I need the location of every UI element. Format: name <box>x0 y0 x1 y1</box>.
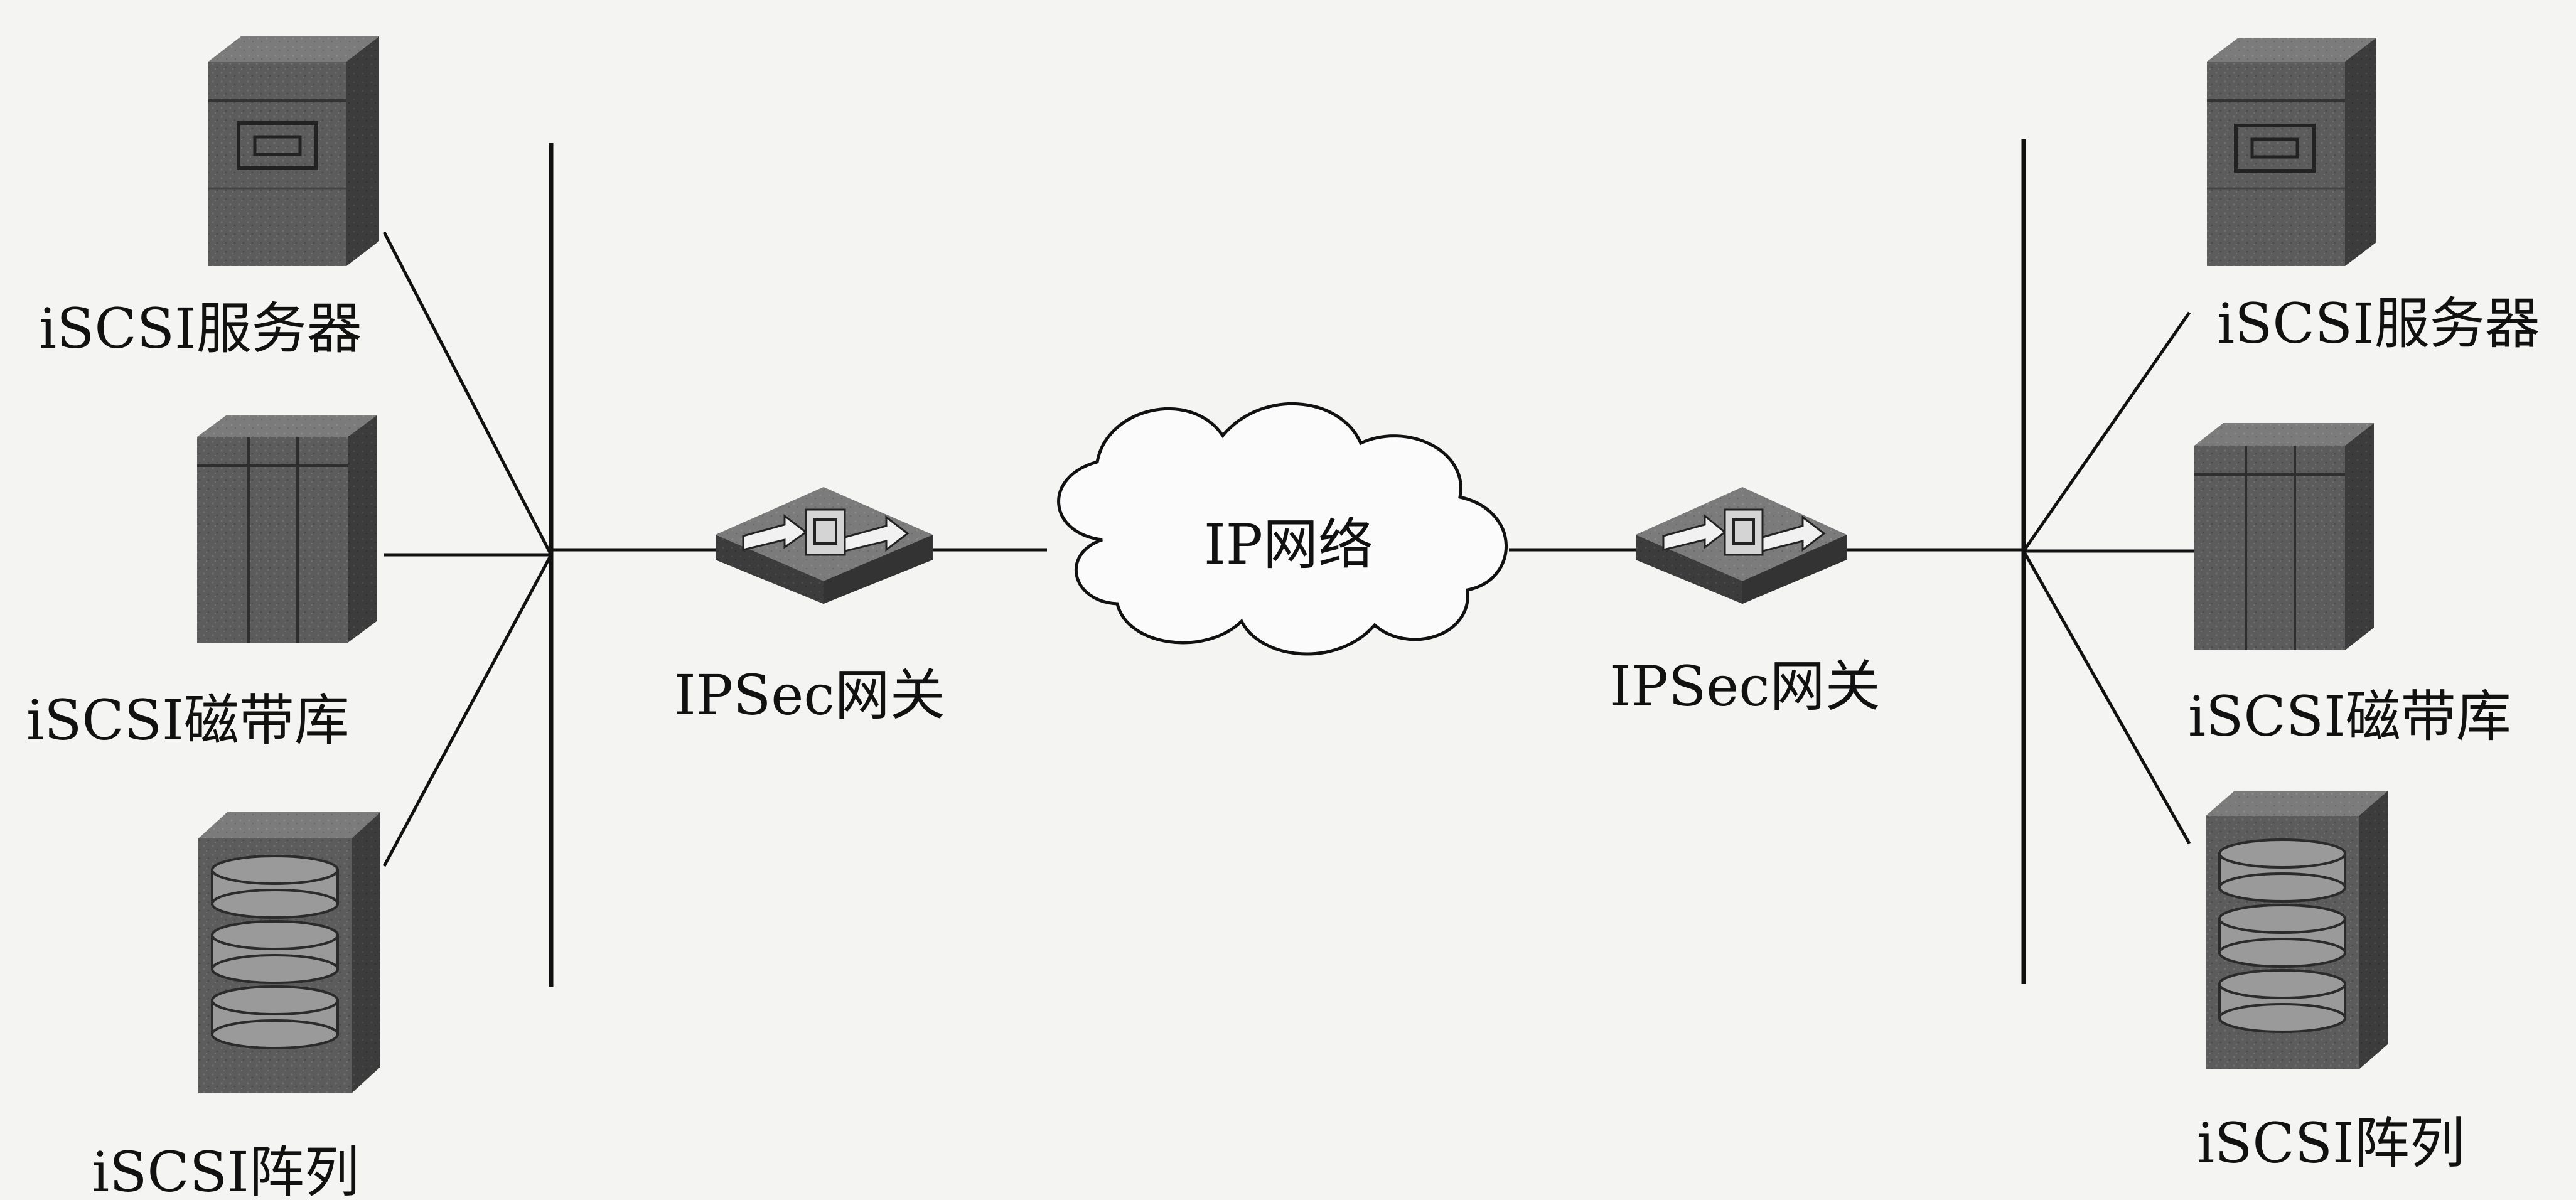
right-server-label: iSCSI服务器 <box>2217 291 2540 356</box>
right-gateway-arrow-icon <box>1662 508 1826 556</box>
left-gateway-arrow-icon <box>742 508 910 556</box>
left-server-link <box>382 231 553 556</box>
left-gateway-label: IPSec网关 <box>674 663 945 727</box>
left-disk-array-label: iSCSI阵列 <box>92 1140 360 1200</box>
right-disk-array-label: iSCSI阵列 <box>2197 1111 2465 1176</box>
left-server-icon <box>208 36 379 266</box>
right-tape-library-label: iSCSI磁带库 <box>2188 684 2511 749</box>
right-server-link <box>2022 311 2191 552</box>
left-server-label: iSCSI服务器 <box>39 296 362 361</box>
right-server-icon <box>2207 38 2376 266</box>
left-disk-array-icon <box>198 812 380 1093</box>
right-tape-library-icon <box>2194 423 2374 650</box>
ip-network-label: IP网络 <box>1204 512 1373 577</box>
right-disk-array-icon <box>2206 791 2388 1069</box>
left-tape-library-icon <box>197 415 377 643</box>
right-array-link <box>2022 550 2191 845</box>
ip-network-cloud-icon <box>1057 402 1508 656</box>
right-gateway-label: IPSec网关 <box>1609 654 1881 719</box>
left-gateway-icon <box>716 487 933 604</box>
right-gateway-icon <box>1636 487 1847 604</box>
left-tape-library-label: iSCSI磁带库 <box>26 688 350 753</box>
left-array-link <box>382 554 553 867</box>
